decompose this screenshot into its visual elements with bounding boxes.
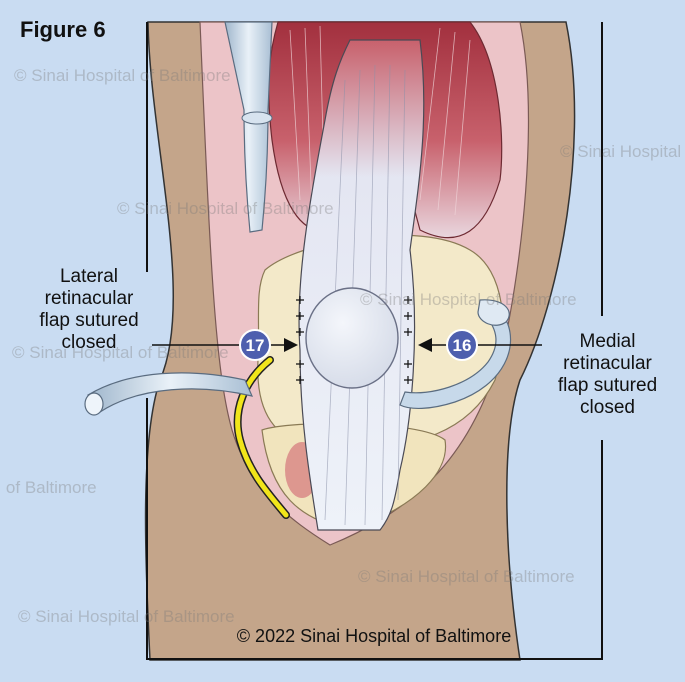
copyright-notice: © 2022 Sinai Hospital of Baltimore — [236, 626, 512, 646]
medial-arrow — [418, 338, 542, 352]
label-line: Medial — [579, 331, 636, 352]
suction-tube — [224, 21, 273, 233]
label-line: flap sutured — [557, 375, 658, 396]
figure-title: Figure 6 — [20, 17, 106, 42]
svg-text:16: 16 — [453, 336, 472, 355]
watermark: © Sinai Hospital of Baltimore — [560, 142, 685, 161]
watermark: © Sinai Hospital of Baltimore — [12, 343, 229, 362]
watermark: © Sinai Hospital of Baltimore — [360, 290, 577, 309]
patella — [305, 287, 399, 389]
svg-text:17: 17 — [246, 336, 265, 355]
retractor-tip — [477, 299, 510, 326]
watermark: © Sinai Hospital of Baltimore — [14, 66, 231, 85]
label-line: Lateral — [59, 266, 119, 287]
watermark: © Sinai Hospital of Baltimore — [18, 607, 235, 626]
label-line: flap sutured — [39, 310, 139, 331]
label-line: closed — [580, 397, 635, 418]
medial-retractor — [399, 314, 512, 409]
lateral-flap-label: Lateral retinacular flap sutured closed — [14, 266, 164, 354]
watermark: © Sinai Hospital of Baltimore — [358, 567, 575, 586]
watermark: © Sinai Hospital of Baltimore — [117, 199, 334, 218]
marker-16: 16 — [446, 329, 478, 361]
label-line: closed — [61, 332, 117, 353]
label-line: retinacular — [44, 288, 134, 309]
drain-tube — [87, 372, 254, 413]
medial-suture-line — [404, 296, 412, 384]
marker-17: 17 — [239, 329, 271, 361]
label-line: retinacular — [563, 353, 652, 374]
medial-flap-label: Medial retinacular flap sutured closed — [545, 331, 670, 419]
watermark: © Sinai Hospital of Baltimore — [0, 478, 97, 497]
lateral-suture-line — [296, 296, 304, 384]
